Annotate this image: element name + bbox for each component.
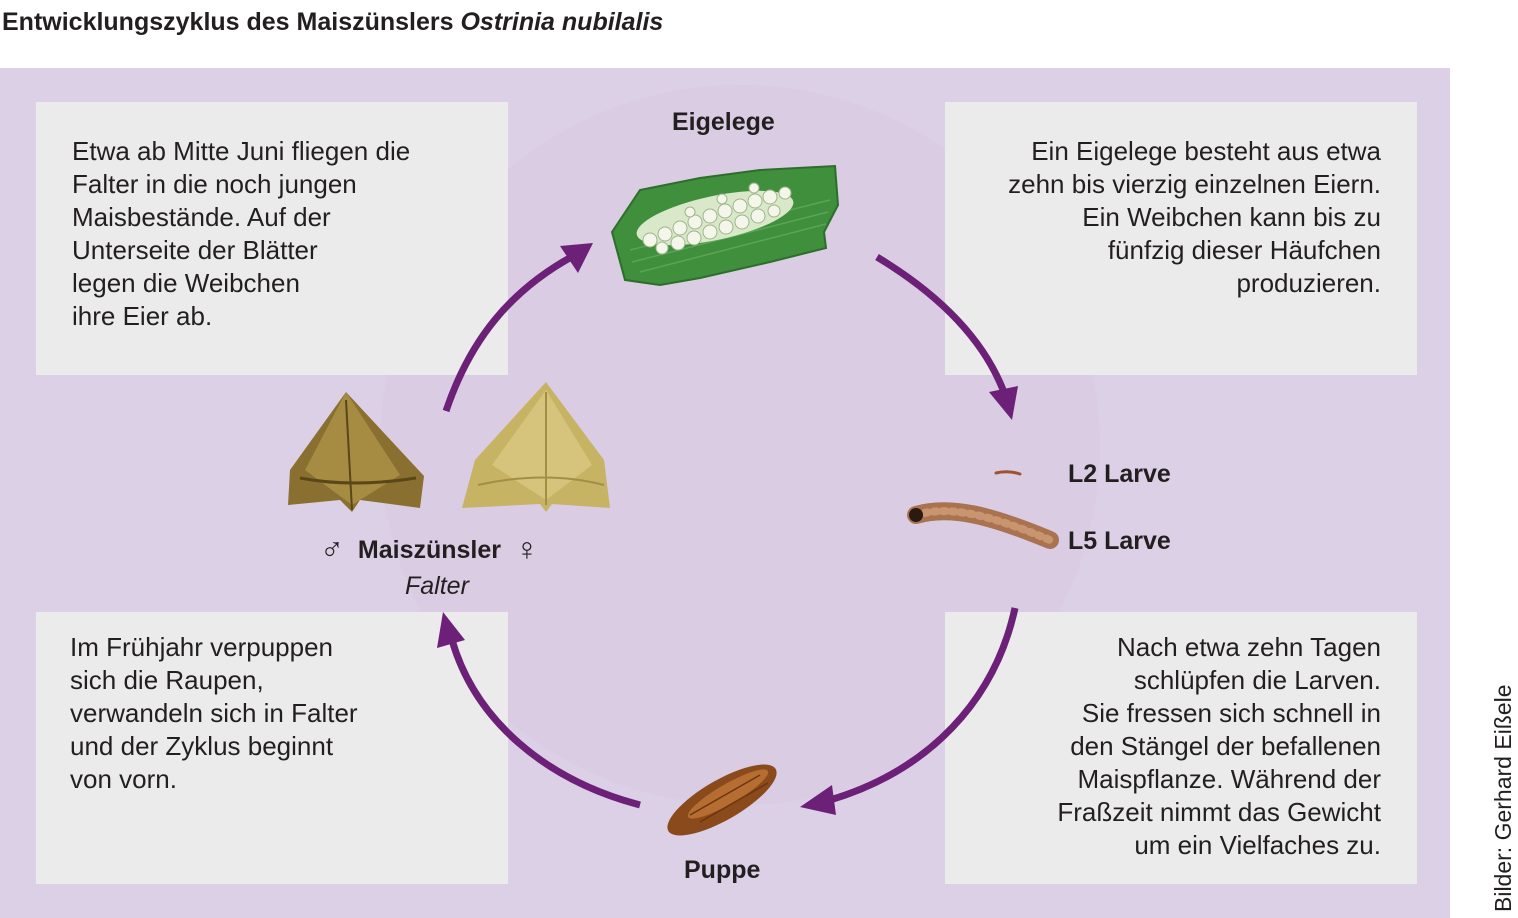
stage-label-eggs: Eigelege	[672, 108, 775, 136]
info-text-eggs: Ein Eigelege besteht aus etwa zehn bis v…	[1008, 136, 1381, 298]
moth-name: Maiszünsler	[357, 536, 502, 564]
title-species: Ostrinia nubilalis	[460, 8, 664, 36]
larva-l5-image	[907, 502, 1059, 549]
info-text-pupa: Im Frühjahr verpuppen sich die Raupen, v…	[70, 632, 358, 794]
arrow-larvae-to-pupa	[828, 607, 1019, 804]
arrow-moth-to-eggs	[442, 251, 577, 413]
arrow-eggs-to-larvae	[875, 254, 1009, 397]
male-symbol: ♂	[320, 531, 344, 567]
stage-label-moth: ♂ Maiszünsler ♀	[320, 531, 539, 568]
figure-title: Entwicklungszyklus des Maiszünslers Ostr…	[2, 8, 1002, 37]
stage-label-l5-larva: L5 Larve	[1068, 527, 1171, 555]
info-box-larvae: Nach etwa zehn Tagen schlüpfen die Larve…	[945, 612, 1417, 884]
moth-male-image	[288, 392, 424, 512]
info-text-larvae: Nach etwa zehn Tagen schlüpfen die Larve…	[1057, 632, 1381, 860]
larva-l2-image	[994, 470, 1022, 476]
arrow-larvae-to-pupa-head	[800, 785, 836, 815]
arrow-moth-to-eggs-head	[560, 243, 593, 273]
title-main: Entwicklungszyklus des Maiszünslers	[2, 8, 461, 36]
arrow-pupa-to-moth	[448, 639, 641, 809]
arrow-pupa-to-moth-head	[437, 612, 465, 648]
moth-female-image	[462, 382, 610, 512]
cycle-arrows	[437, 243, 1019, 815]
female-symbol: ♀	[514, 531, 539, 567]
info-box-eggs: Ein Eigelege besteht aus etwa zehn bis v…	[945, 102, 1417, 375]
pupa-image	[667, 764, 777, 836]
info-box-pupa: Im Frühjahr verpuppen sich die Raupen, v…	[36, 612, 508, 884]
stage-label-l2-larva: L2 Larve	[1068, 460, 1171, 488]
arrow-eggs-to-larvae-head	[989, 386, 1018, 420]
info-box-moths: Etwa ab Mitte Juni fliegen die Falter in…	[36, 102, 508, 375]
image-credit: Bilder: Gerhard Eißele	[1490, 684, 1516, 912]
egg-cluster-image	[610, 164, 840, 287]
info-text-moths: Etwa ab Mitte Juni fliegen die Falter in…	[72, 136, 411, 331]
stage-label-pupa: Puppe	[684, 856, 761, 884]
stage-sublabel-moth: Falter	[405, 572, 469, 600]
